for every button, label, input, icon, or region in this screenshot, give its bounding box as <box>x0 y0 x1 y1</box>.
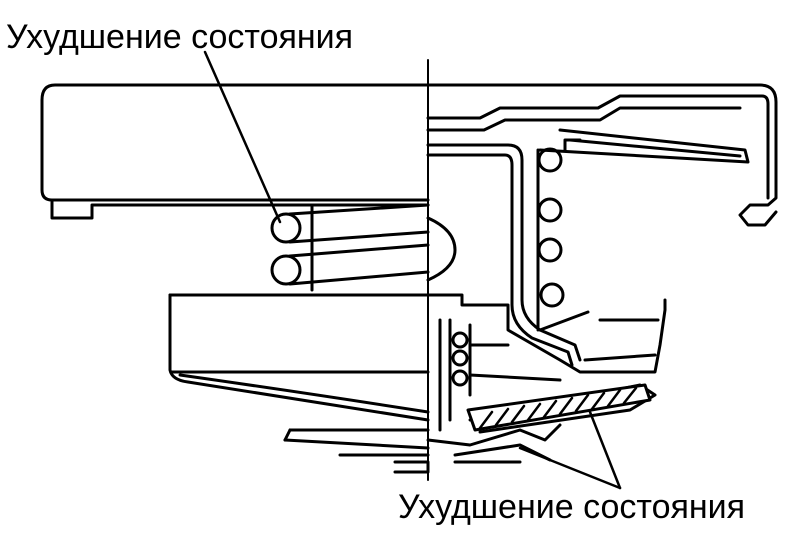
spring-coil-end <box>272 214 300 242</box>
deterioration-label-top: Ухудшение состояния <box>6 18 354 56</box>
outer-cap <box>42 85 776 225</box>
valve-stem <box>428 145 588 365</box>
leader-line-bottom-1 <box>590 412 620 488</box>
deterioration-label-bottom: Ухудшение состояния <box>398 488 746 526</box>
spring-coil <box>539 199 561 221</box>
spring-coil <box>453 351 467 365</box>
spring-coil <box>539 239 561 261</box>
spring-coil <box>539 149 561 171</box>
rubber-gasket-hatched <box>468 385 650 430</box>
lower-valve-body <box>170 295 665 432</box>
bottom-seal <box>285 425 560 472</box>
spring-coil <box>541 284 563 306</box>
vacuum-valve-spring <box>440 320 560 430</box>
spring-coil <box>453 371 467 385</box>
main-spring-exterior <box>272 205 455 290</box>
leader-line-top <box>205 52 280 222</box>
spring-coil-end <box>272 256 300 284</box>
leader-line-bottom-2 <box>520 448 620 488</box>
main-spring-cross-section <box>538 140 580 330</box>
spring-coil <box>453 333 467 347</box>
leader-lines <box>205 52 620 488</box>
